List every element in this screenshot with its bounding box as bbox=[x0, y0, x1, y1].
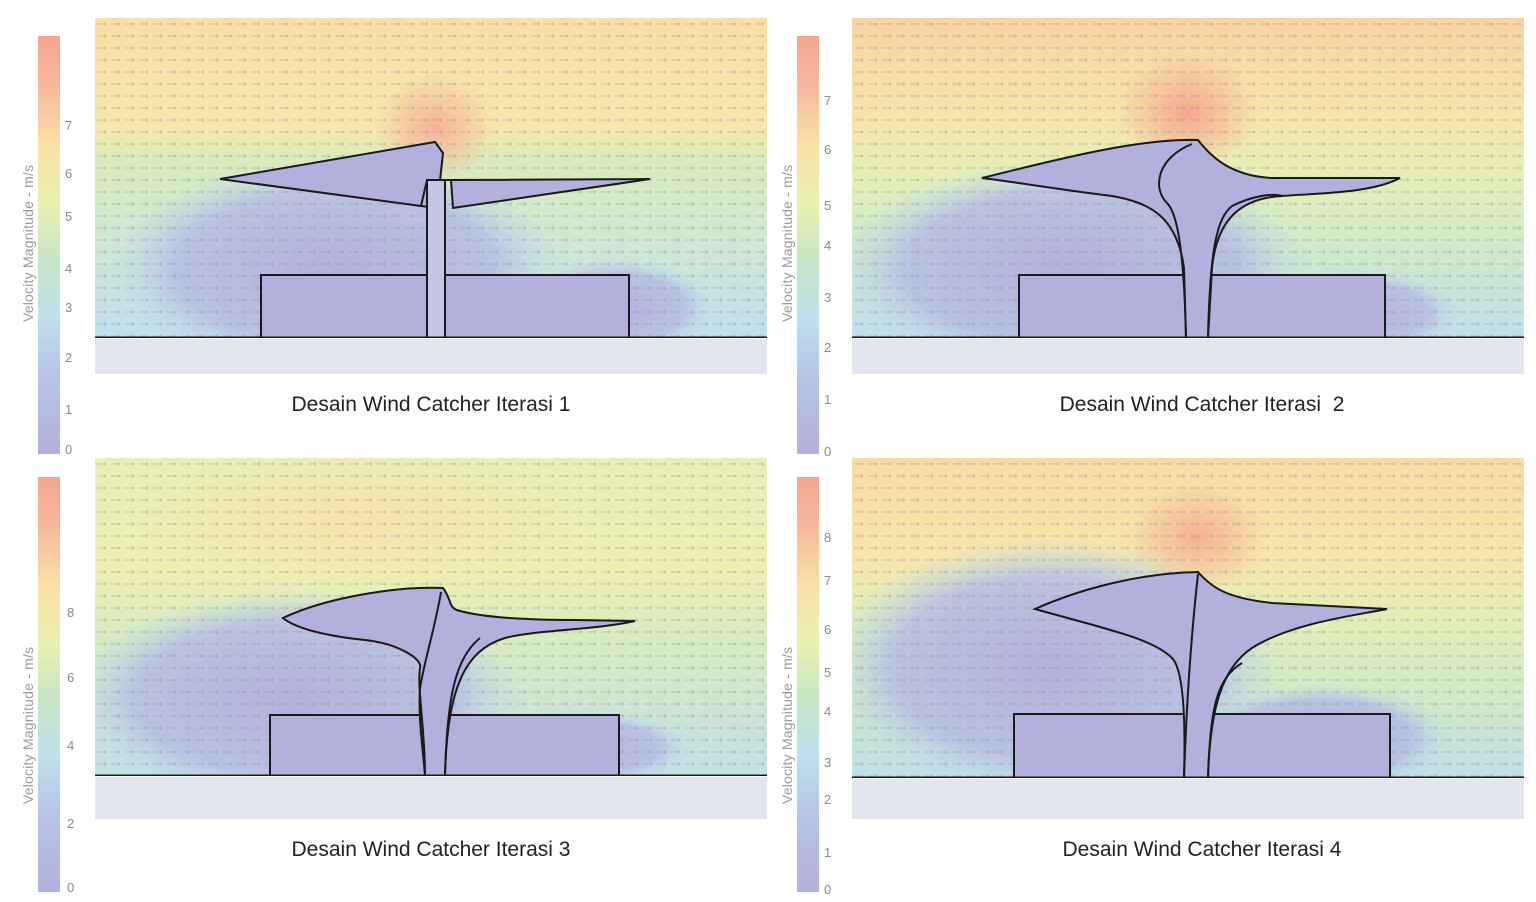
panel-caption: Desain Wind Catcher Iterasi 3 bbox=[291, 838, 571, 861]
legend-tick: 8 bbox=[824, 530, 832, 545]
legend-tick: 1 bbox=[824, 392, 832, 407]
legend-tick: 2 bbox=[67, 816, 75, 831]
legend-tick: 4 bbox=[67, 738, 75, 753]
legend-tick: 7 bbox=[65, 118, 73, 133]
legend-tick: 3 bbox=[65, 300, 73, 315]
legend-tick: 7 bbox=[824, 93, 832, 108]
velocity-legend-bar bbox=[797, 477, 819, 892]
legend-tick: 3 bbox=[824, 290, 832, 305]
cfd-simulation-view bbox=[852, 458, 1524, 778]
legend-tick: 4 bbox=[824, 704, 832, 719]
legend-title: Velocity Magnitude - m/s bbox=[20, 164, 36, 322]
legend-title: Velocity Magnitude - m/s bbox=[779, 164, 795, 322]
legend-tick: 4 bbox=[65, 261, 73, 276]
legend-tick: 2 bbox=[824, 340, 832, 355]
legend-tick: 6 bbox=[65, 166, 73, 181]
velocity-legend-bar bbox=[38, 477, 60, 892]
legend-tick: 2 bbox=[65, 350, 73, 365]
velocity-legend-bar bbox=[797, 36, 819, 454]
legend-tick: 8 bbox=[67, 605, 75, 620]
panel-caption: Desain Wind Catcher Iterasi 2 bbox=[1059, 393, 1345, 416]
ground-strip bbox=[95, 339, 767, 374]
legend-tick: 7 bbox=[824, 573, 832, 588]
ground-strip bbox=[852, 339, 1524, 374]
velocity-legend-bar bbox=[38, 36, 60, 454]
legend-tick: 5 bbox=[65, 209, 73, 224]
cfd-simulation-view bbox=[95, 458, 767, 776]
legend-tick: 3 bbox=[824, 755, 832, 770]
legend-tick: 0 bbox=[824, 444, 832, 459]
legend-tick: 4 bbox=[824, 238, 832, 253]
legend-tick: 0 bbox=[67, 880, 75, 895]
panel-caption: Desain Wind Catcher Iterasi 1 bbox=[291, 393, 571, 416]
cfd-simulation-view bbox=[852, 18, 1524, 338]
legend-tick: 5 bbox=[824, 665, 832, 680]
legend-tick: 1 bbox=[65, 402, 73, 417]
legend-title: Velocity Magnitude - m/s bbox=[779, 646, 795, 804]
legend-tick: 0 bbox=[65, 442, 73, 457]
ground-strip bbox=[95, 777, 767, 819]
panel-caption: Desain Wind Catcher Iterasi 4 bbox=[1062, 838, 1342, 861]
legend-tick: 1 bbox=[824, 845, 832, 860]
legend-title: Velocity Magnitude - m/s bbox=[20, 646, 36, 804]
cfd-simulation-view bbox=[95, 18, 767, 338]
ground-strip bbox=[852, 779, 1524, 819]
legend-tick: 6 bbox=[824, 622, 832, 637]
legend-tick: 2 bbox=[824, 792, 832, 807]
legend-tick: 0 bbox=[824, 882, 832, 897]
legend-tick: 5 bbox=[824, 198, 832, 213]
legend-tick: 6 bbox=[824, 142, 832, 157]
legend-tick: 6 bbox=[67, 670, 75, 685]
